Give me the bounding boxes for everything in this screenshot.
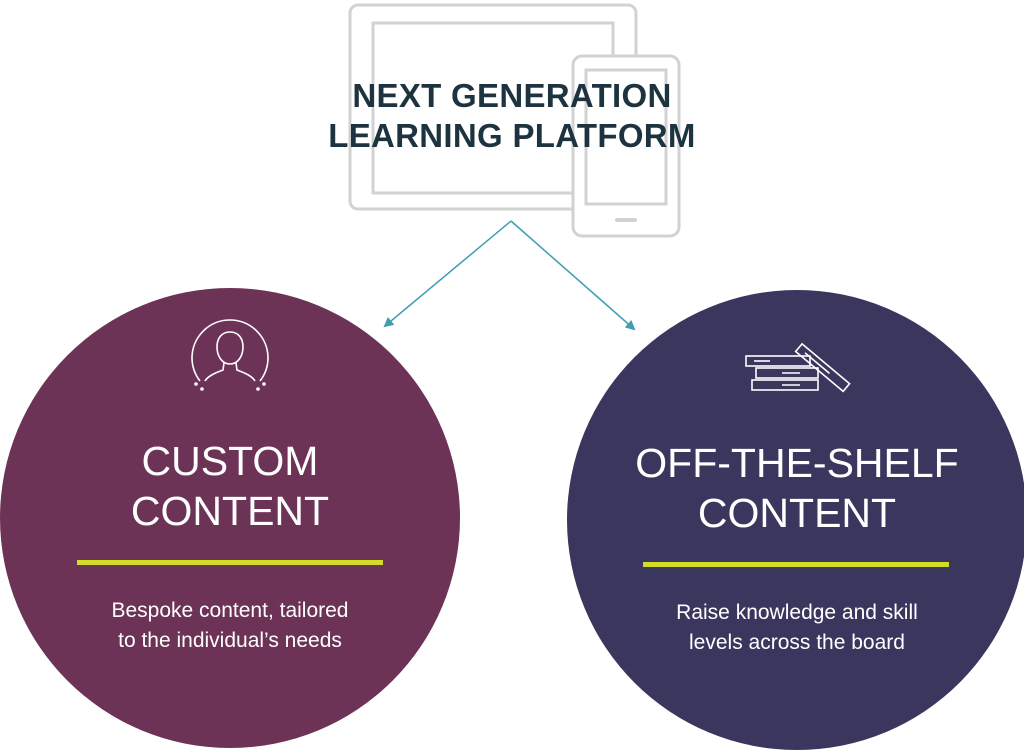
- shelf-title-line1: OFF-THE-SHELF: [635, 440, 959, 486]
- off-the-shelf-description: Raise knowledge and skill levels across …: [567, 598, 1024, 658]
- shelf-title-line2: CONTENT: [697, 490, 897, 536]
- shelf-divider: [643, 562, 949, 567]
- custom-desc-line1: Bespoke content, tailored: [111, 599, 349, 622]
- stacked-books-icon: [745, 342, 851, 393]
- shelf-desc-line1: Raise knowledge and skill: [676, 601, 918, 624]
- arrow-to-custom: [383, 220, 512, 328]
- custom-divider: [77, 560, 383, 565]
- platform-title: NEXT GENERATION LEARNING PLATFORM: [262, 76, 762, 156]
- platform-title-line1: NEXT GENERATION: [352, 77, 672, 114]
- custom-desc-line2: to the individual’s needs: [118, 629, 342, 652]
- off-the-shelf-content-circle: OFF-THE-SHELF CONTENT Raise knowledge an…: [567, 290, 1024, 750]
- custom-title-line1: CUSTOM: [141, 438, 319, 484]
- custom-content-description: Bespoke content, tailored to the individ…: [0, 596, 460, 656]
- custom-content-title: CUSTOM CONTENT: [0, 436, 460, 536]
- custom-title-line2: CONTENT: [130, 488, 330, 534]
- arrow-to-shelf: [510, 220, 636, 331]
- shelf-desc-line2: levels across the board: [689, 631, 905, 654]
- platform-title-line2: LEARNING PLATFORM: [328, 117, 696, 154]
- custom-content-circle: CUSTOM CONTENT Bespoke content, tailored…: [0, 288, 460, 748]
- person-profile-icon: [191, 319, 269, 391]
- off-the-shelf-title: OFF-THE-SHELF CONTENT: [567, 438, 1024, 538]
